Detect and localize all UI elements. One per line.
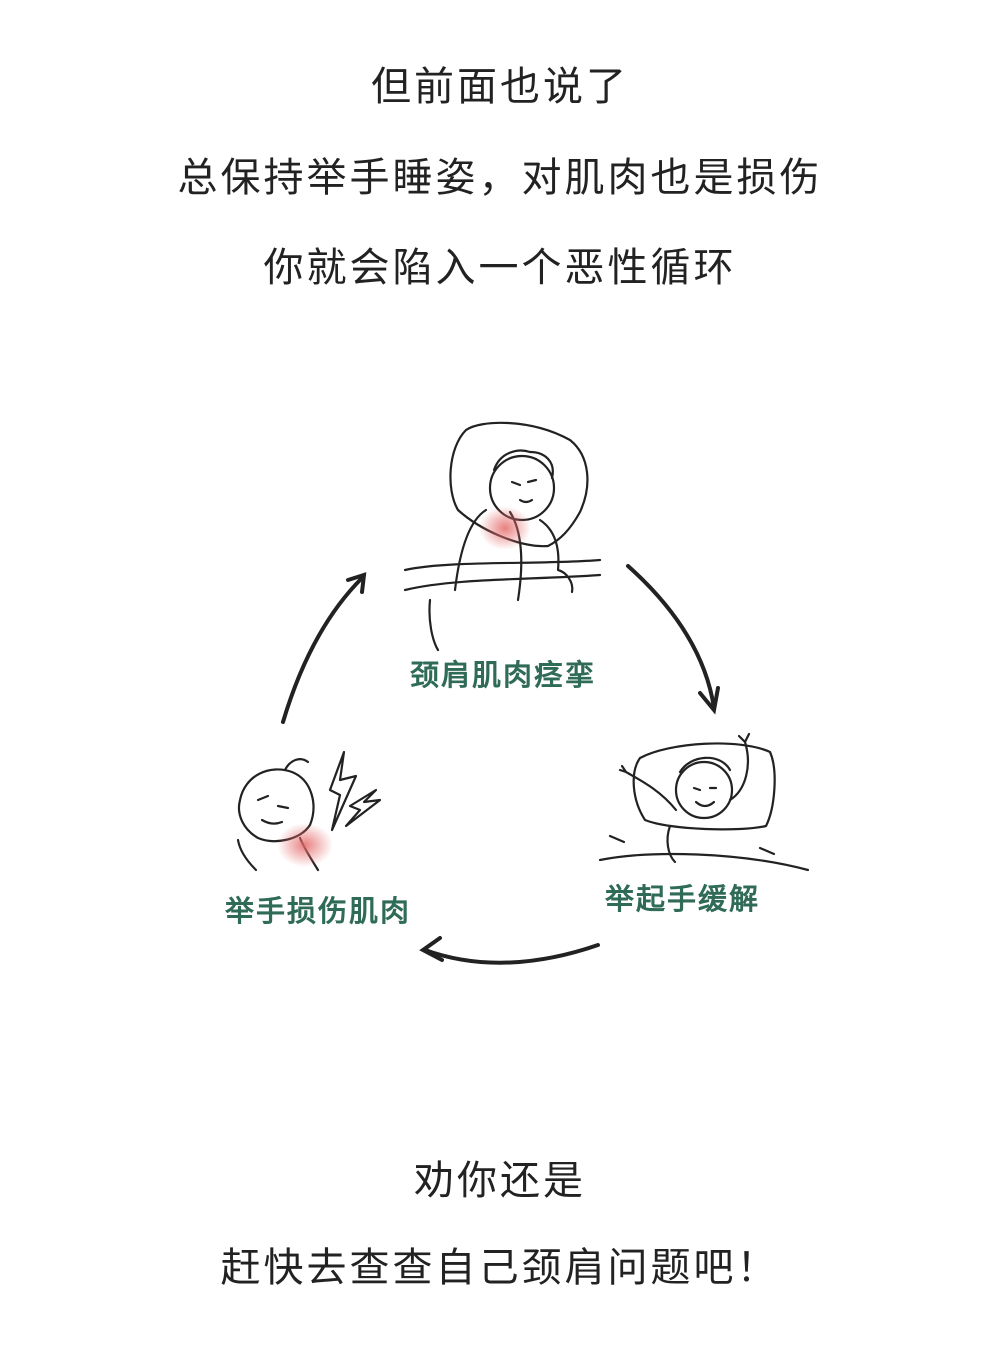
arrow-left-to-top xyxy=(281,576,364,724)
person-arms-raised-illustration xyxy=(598,732,810,872)
label-raising-hands-hurts-muscle: 举手损伤肌肉 xyxy=(225,894,412,928)
label-neck-shoulder-spasm: 颈肩肌肉痉挛 xyxy=(410,658,597,692)
neck-pain-glow xyxy=(277,823,333,867)
arrow-top-to-right-head xyxy=(698,686,720,715)
cycle-arrows xyxy=(281,564,720,965)
shoulder-pain-glow xyxy=(479,506,531,550)
caption-line-3: 你就会陷入一个恶性循环 xyxy=(263,245,737,291)
caption-line-5: 赶快去查查自己颈肩问题吧！ xyxy=(220,1245,780,1291)
arrow-right-to-left xyxy=(423,943,600,965)
arrow-top-to-right xyxy=(626,564,716,710)
label-raise-hands-relief: 举起手缓解 xyxy=(605,882,761,916)
caption-line-1: 但前面也说了 xyxy=(371,64,629,110)
caption-line-4: 劝你还是 xyxy=(414,1158,586,1204)
arrow-right-to-left-head xyxy=(419,936,444,962)
arrow-left-to-top-head xyxy=(346,572,367,594)
caption-line-2: 总保持举手睡姿，对肌肉也是损伤 xyxy=(177,155,823,201)
